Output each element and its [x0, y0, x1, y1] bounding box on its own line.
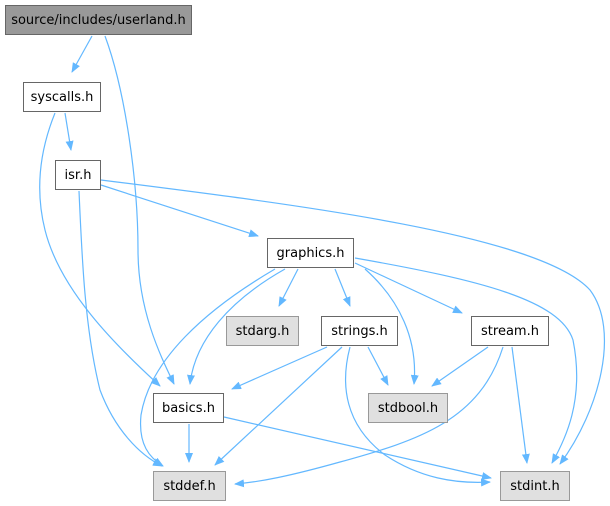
node-stdint: stdint.h — [500, 471, 570, 501]
node-stddef: stddef.h — [153, 471, 226, 501]
edge-isr-to-stddef — [78, 190, 163, 467]
edge-graphics-to-stream — [354, 262, 463, 314]
edge-graphics-to-basics — [187, 268, 286, 385]
edge-graphics-to-stdarg — [278, 268, 299, 307]
edge-stream-to-stdbool — [431, 346, 489, 387]
edge-userland-to-syscalls — [71, 35, 93, 73]
node-stdarg: stdarg.h — [226, 316, 299, 346]
edge-strings-to-basics — [231, 346, 328, 390]
edge-graphics-to-stdint — [354, 257, 578, 464]
node-graphics[interactable]: graphics.h — [267, 238, 354, 268]
edge-syscalls-to-isr — [64, 112, 74, 151]
edge-strings-to-stddef — [214, 346, 343, 466]
node-stdbool: stdbool.h — [368, 393, 448, 423]
node-strings[interactable]: strings.h — [321, 316, 398, 346]
edge-stream-to-stdint — [511, 346, 530, 464]
edge-isr-to-graphics — [100, 184, 259, 238]
edge-basics-to-stdint — [223, 416, 492, 480]
edge-strings-to-stdbool — [367, 346, 389, 386]
node-syscalls[interactable]: syscalls.h — [23, 82, 101, 112]
edge-strings-to-stdint — [345, 346, 491, 487]
edge-userland-to-basics — [104, 35, 175, 385]
edge-graphics-to-strings — [334, 268, 351, 307]
node-basics[interactable]: basics.h — [153, 393, 224, 423]
edge-stream-to-stddef — [234, 346, 504, 488]
edge-syscalls-to-basics — [39, 112, 161, 387]
node-isr[interactable]: isr.h — [55, 160, 101, 190]
edge-graphics-to-stddef — [139, 268, 276, 467]
edge-isr-to-stdint — [100, 179, 606, 465]
node-userland[interactable]: source/includes/userland.h — [5, 5, 192, 35]
edge-graphics-to-stdbool — [364, 268, 419, 385]
node-stream[interactable]: stream.h — [471, 316, 549, 346]
